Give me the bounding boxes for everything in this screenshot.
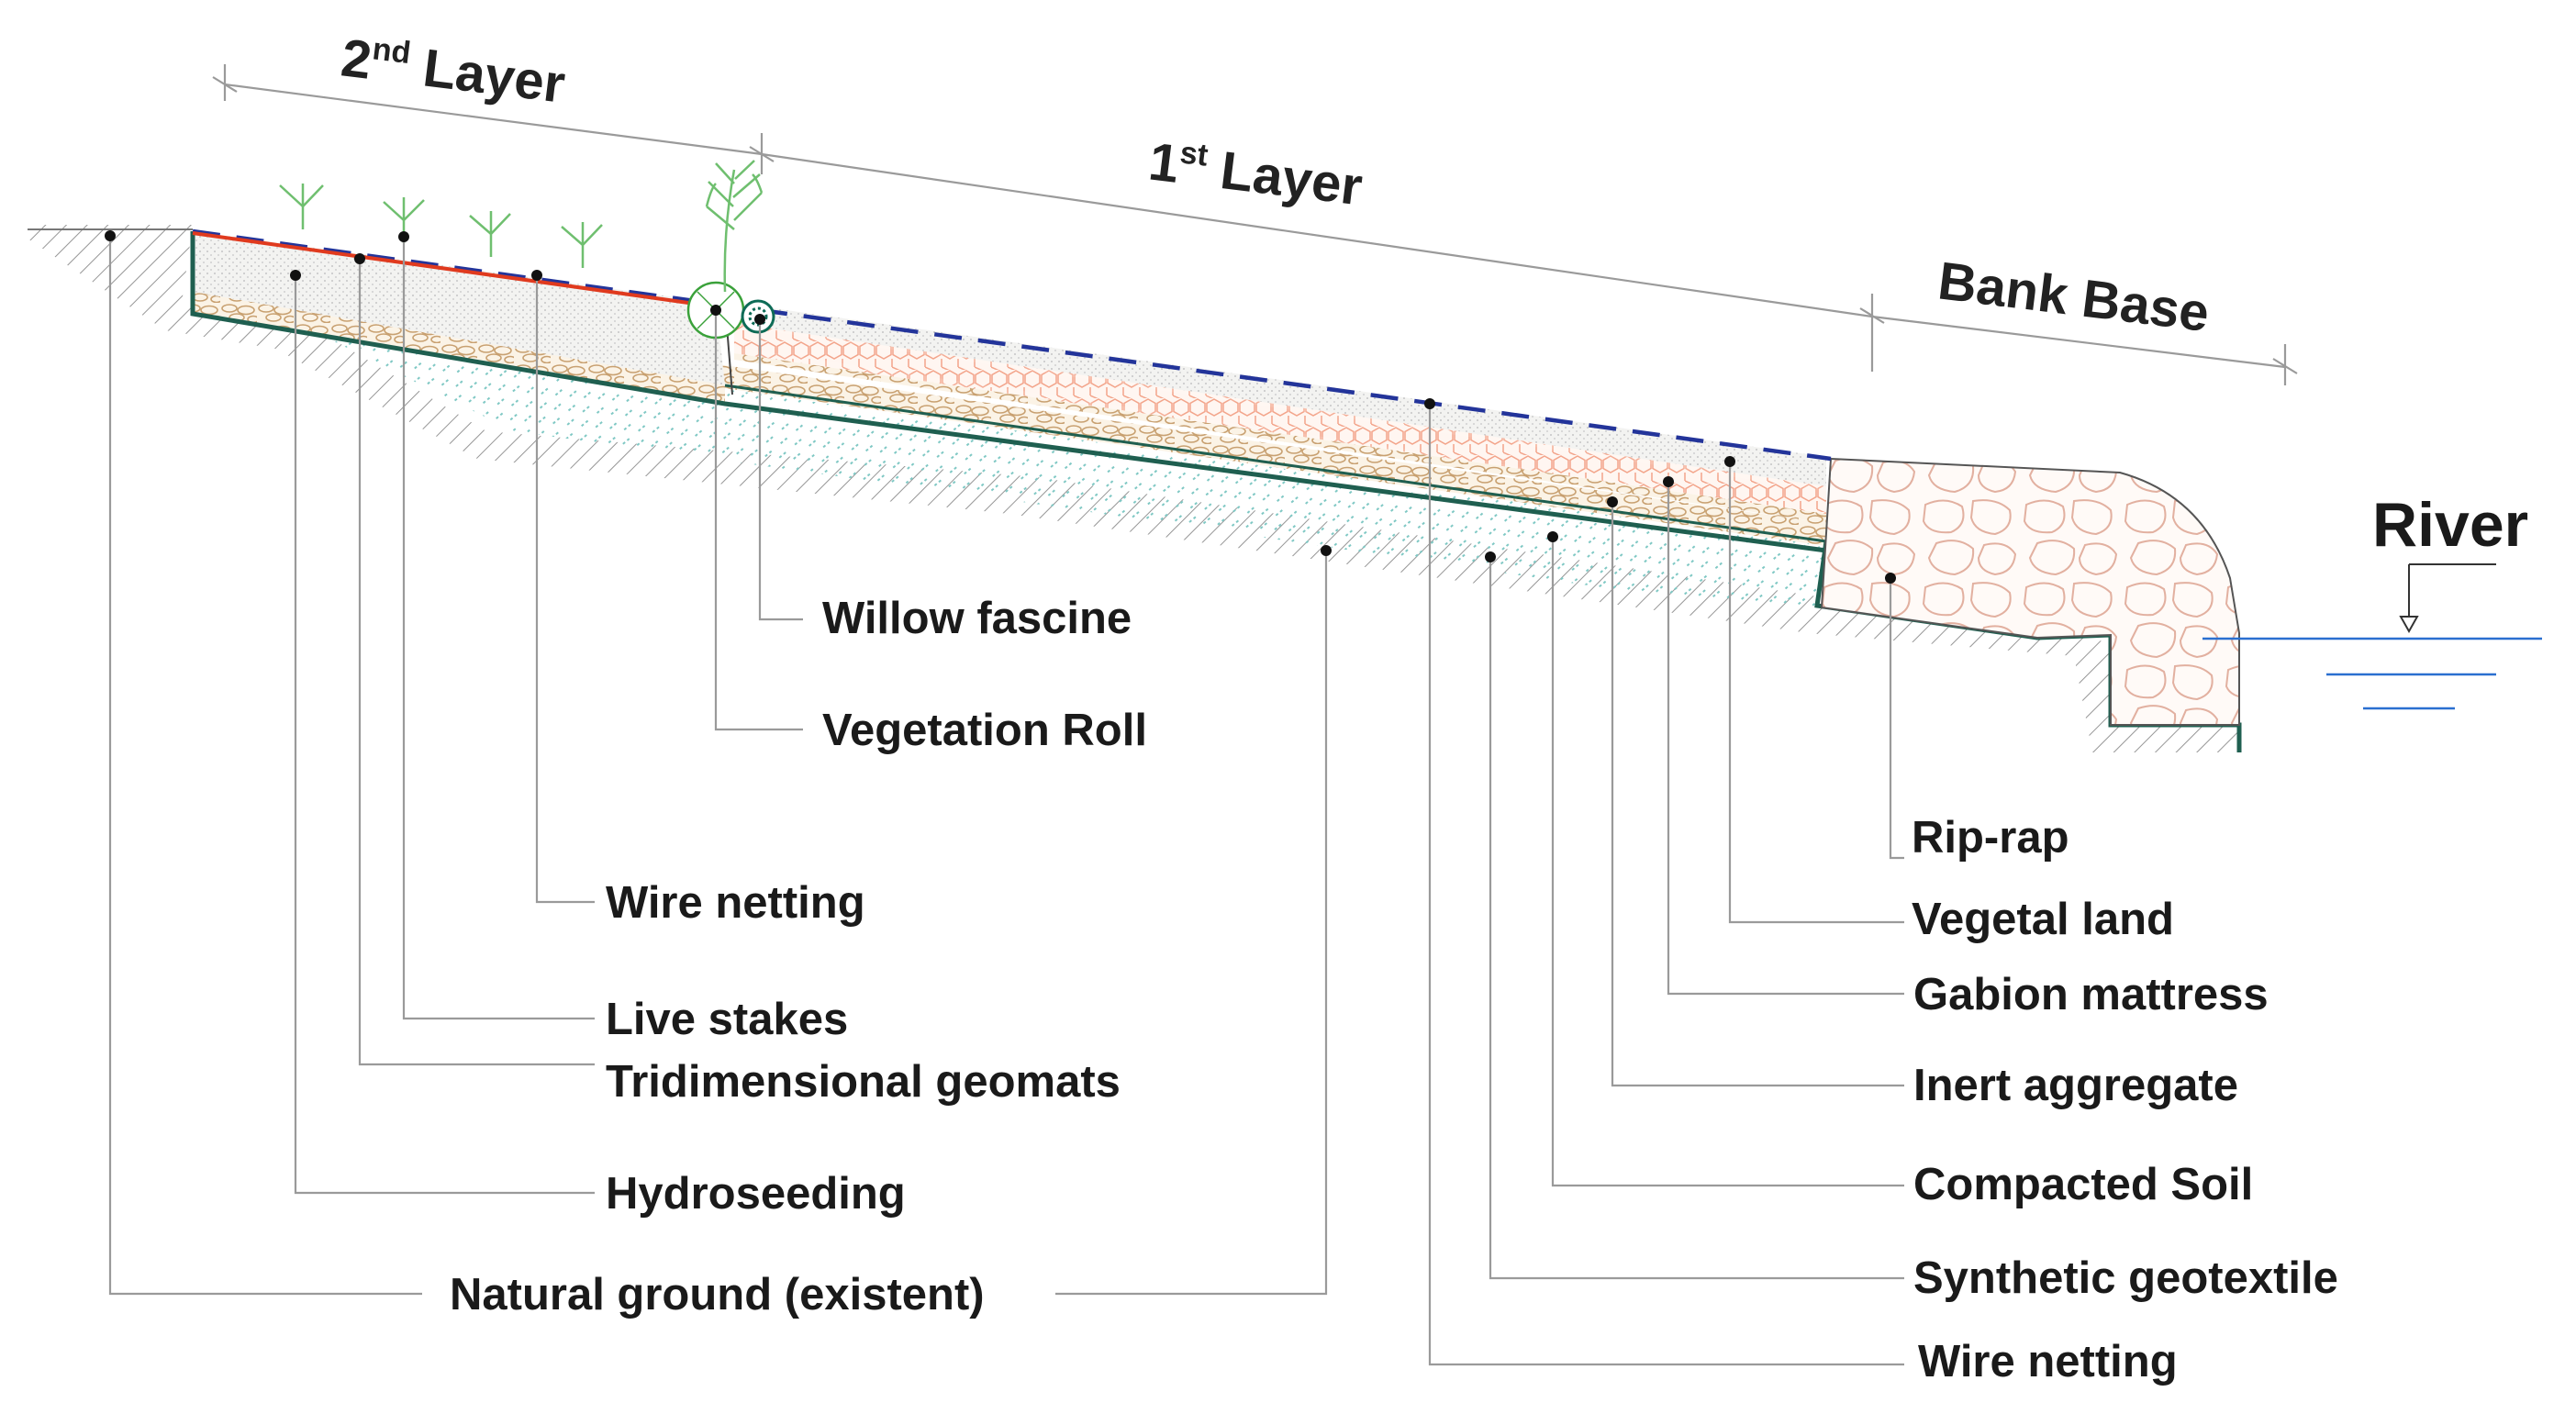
point-natural-ground-left: [105, 230, 116, 241]
willow-fascine-core: [748, 306, 768, 327]
vegetal-land-layer: [734, 303, 1826, 486]
wire-netting-dashed-line: [192, 228, 1832, 462]
point-vegetal-land: [1724, 456, 1735, 467]
point-rip-rap: [1885, 573, 1896, 584]
leader-inert-aggregate: [1611, 502, 1904, 1087]
dimension-lines: [212, 64, 2298, 385]
first-layer-heading: 1st Layer: [1145, 131, 1366, 217]
point-synthetic-geotextile: [1485, 551, 1496, 562]
leader-natural-ground-right: [1055, 551, 1328, 1296]
label-inert-aggregate: Inert aggregate: [1913, 1061, 2238, 1110]
leader-live-stakes: [402, 237, 595, 1020]
label-vegetation-roll: Vegetation Roll: [822, 706, 1147, 755]
geotextile-liner-lower: [724, 384, 1827, 543]
willow-branch: [705, 160, 764, 293]
point-gabion-mattress: [1663, 476, 1674, 487]
second-layer-aggregate: [193, 292, 725, 404]
river-water: [2202, 637, 2542, 710]
point-willow-fascine: [754, 314, 765, 325]
label-synthetic-geotextile: Synthetic geotextile: [1913, 1253, 2338, 1303]
point-live-stakes: [398, 231, 409, 242]
river-label: River: [2372, 490, 2528, 560]
point-vegetation-roll: [710, 305, 721, 316]
label-wire-netting-upper: Wire netting: [606, 878, 865, 928]
label-geomats: Tridimensional geomats: [606, 1057, 1121, 1107]
compacted-soil-layer: [312, 330, 1826, 610]
leader-compacted-soil: [1551, 537, 1904, 1187]
label-vegetal-land: Vegetal land: [1912, 895, 2174, 944]
aggregate-upper-band: [734, 353, 1826, 523]
live-stakes-plants: [279, 184, 603, 268]
label-rip-rap: Rip-rap: [1912, 813, 2069, 863]
point-inert-aggregate: [1607, 496, 1618, 507]
river-level-arrow: [2399, 616, 2419, 634]
geotextile-liner-upper: [190, 231, 1827, 553]
leader-vegetation-roll: [714, 310, 803, 731]
geomat-layer-body: [193, 231, 725, 385]
leader-rip-rap: [1889, 578, 1904, 860]
point-natural-ground-right: [1321, 545, 1332, 556]
riprap-base: [1820, 457, 2240, 726]
leader-synthetic-geotextile: [1489, 557, 1904, 1280]
label-willow-fascine: Willow fascine: [822, 594, 1132, 643]
leader-hydroseeding: [294, 275, 595, 1195]
label-hydroseeding: Hydroseeding: [606, 1169, 906, 1219]
label-natural-ground: Natural ground (existent): [450, 1270, 985, 1319]
geomat-red-line: [192, 231, 689, 305]
leader-gabion-mattress: [1667, 482, 1904, 996]
point-wire-netting-lower: [1424, 398, 1435, 409]
second-layer-heading: 2nd Layer: [338, 28, 568, 114]
leader-geomats: [358, 259, 595, 1066]
leader-vegetal-land: [1728, 462, 1904, 924]
leader-wire-netting-lower: [1428, 404, 1904, 1366]
gabion-mattress-upper: [734, 321, 1826, 514]
label-live-stakes: Live stakes: [606, 995, 848, 1044]
leader-natural-ground-left: [108, 236, 422, 1296]
leader-willow-fascine: [758, 319, 803, 621]
point-geomats: [354, 253, 365, 264]
label-compacted-soil: Compacted Soil: [1913, 1160, 2253, 1209]
label-wire-netting-lower: Wire netting: [1918, 1337, 2178, 1386]
river-level-marker: [2408, 563, 2496, 624]
leader-wire-netting-upper: [535, 275, 595, 904]
point-compacted-soil: [1547, 531, 1558, 542]
point-wire-netting-upper: [531, 270, 542, 281]
label-gabion-mattress: Gabion mattress: [1913, 970, 2269, 1019]
point-hydroseeding: [290, 270, 301, 281]
